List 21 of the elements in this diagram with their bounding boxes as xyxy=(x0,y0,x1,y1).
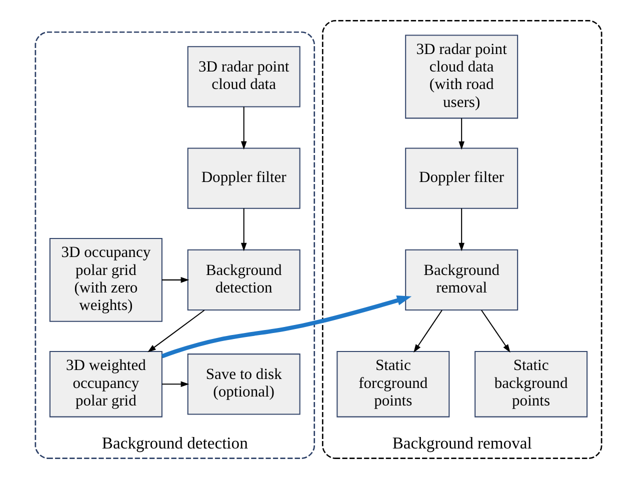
node-box: 3D radar point cloud data (with road users) xyxy=(404,34,518,119)
node-box: 3D weighted occupancy polar grid xyxy=(48,350,162,418)
node-box: Background detection xyxy=(186,249,300,311)
node-box: Static background points xyxy=(474,350,588,418)
arrow xyxy=(161,277,189,283)
node-box: Background removal xyxy=(404,249,518,311)
arrow xyxy=(161,381,189,388)
node-box: 3D occupancy polar grid (with zero weights) xyxy=(48,238,162,322)
node-box: 3D radar point cloud data xyxy=(186,46,300,108)
arrow xyxy=(458,208,464,252)
arrow xyxy=(413,310,442,353)
arrow xyxy=(480,310,510,353)
arrow xyxy=(240,208,246,252)
arrow xyxy=(458,118,464,150)
node-box: Doppler filter xyxy=(404,148,518,209)
node-box: Static forcground points xyxy=(336,350,450,418)
node-box: Save to disk (optional) xyxy=(186,354,300,415)
arrow xyxy=(240,106,246,150)
arrow xyxy=(160,296,412,358)
arrow xyxy=(147,310,204,352)
node-box: Doppler filter xyxy=(186,148,300,209)
